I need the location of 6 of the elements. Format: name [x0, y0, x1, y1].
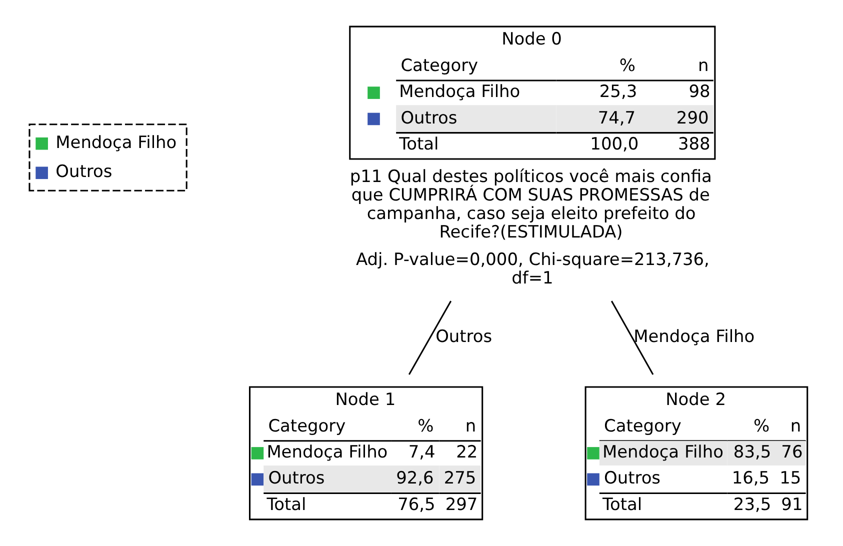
node-label: Adj. P-value=0,000, Chi-square=213,736, df=1	[356, 248, 710, 288]
legend-label: Outros	[56, 161, 112, 182]
node-label: p11 Qual destes políticos você mais confia que CUMPRIRÁ COM SUAS PROMESSAS de campanha, caso seja eleito prefeito do Recife?(ESTIMULADA)	[350, 166, 712, 242]
legend-label: Mendoça Filho	[56, 132, 177, 152]
edge-label: Mendoça Filho	[634, 326, 755, 346]
edge-label: Outros	[436, 326, 492, 346]
